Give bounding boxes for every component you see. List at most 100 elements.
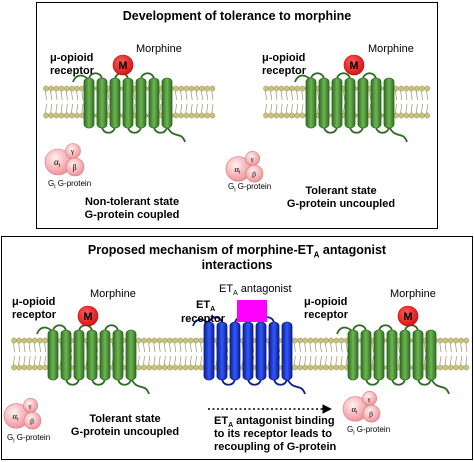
lipid-tail	[180, 90, 183, 101]
lipid-tail	[280, 103, 283, 114]
lipid-tail	[50, 103, 53, 114]
receptor-helix	[305, 77, 317, 129]
lipid-head	[74, 85, 80, 92]
lipid-tail	[185, 90, 188, 101]
receptor-helix	[357, 77, 369, 129]
lipid-head	[403, 85, 410, 92]
lipid-head	[21, 364, 28, 371]
lipid-tail	[65, 90, 68, 101]
lipid-head	[146, 364, 152, 371]
receptor-group	[36, 72, 450, 395]
lipid-head	[156, 337, 163, 344]
lipid-head	[453, 364, 459, 371]
lipid-head	[167, 337, 173, 344]
lipid-tail	[163, 342, 166, 353]
lipid-head	[297, 364, 303, 371]
lipid-head	[146, 337, 152, 344]
lipid-tail	[184, 342, 187, 353]
lipid-tail	[200, 355, 203, 366]
lipid-tail	[285, 103, 288, 114]
lipid-tail	[133, 90, 136, 101]
gprotein-alpha-subscript: i	[17, 417, 19, 423]
lipid-tail	[45, 90, 47, 101]
bottom-state-l2: G-protein uncoupled	[70, 426, 180, 438]
lipid-tail	[423, 355, 426, 366]
lipid-tail	[335, 342, 338, 353]
lipid-tail	[330, 342, 333, 353]
lipid-head	[323, 364, 329, 371]
lipid-tail	[158, 342, 161, 353]
lipid-tail	[325, 355, 327, 366]
lipid-tail	[421, 103, 423, 114]
lipid-head	[141, 364, 147, 371]
lipid-head	[204, 112, 210, 119]
lipid-tail	[397, 355, 400, 366]
lipid-tail	[460, 355, 463, 366]
lipid-tail	[153, 355, 156, 366]
lipid-head	[268, 112, 275, 119]
gprotein-alpha-subscript: i	[356, 410, 358, 416]
lipid-head	[161, 364, 168, 371]
lipid-tail	[301, 90, 304, 101]
lipid-head	[11, 364, 17, 371]
bottom-right-gprotein-label: Gi G-protein	[347, 425, 391, 437]
lipid-head	[199, 85, 205, 92]
lipid-head	[26, 337, 33, 344]
receptor-helix	[412, 329, 424, 381]
receptor-helix	[425, 329, 437, 381]
lipid-tail	[299, 342, 301, 353]
lipid-tail	[211, 103, 214, 114]
receptor-helix	[370, 77, 382, 129]
lipid-head	[172, 364, 178, 371]
lipid-tail	[148, 355, 151, 366]
lipid-tail	[195, 103, 198, 114]
bottom-right-receptor-label-l1: μ-opioid	[304, 296, 348, 308]
lipid-head	[204, 85, 210, 92]
lipid-head	[447, 337, 454, 344]
bottom-left-receptor-label-l2: receptor	[12, 309, 57, 321]
lipid-head	[333, 364, 340, 371]
lipid-tail	[400, 90, 403, 101]
receptor-helix	[148, 77, 160, 129]
lipid-tail	[410, 103, 413, 114]
lipid-head	[297, 337, 303, 344]
top-right-mu-opioid-receptor	[294, 72, 408, 143]
bottom-left-gprotein-label: Gi G-protein	[7, 433, 51, 445]
lipid-head	[291, 337, 298, 344]
lipid-head	[278, 112, 285, 119]
lipid-tail	[23, 342, 26, 353]
morphine-badge-label: M	[83, 311, 92, 323]
lipid-tail	[285, 90, 288, 101]
gprotein-alpha-subscript: i	[59, 163, 61, 169]
lipid-head	[338, 364, 345, 371]
receptor-helix	[96, 77, 108, 129]
lipid-tail	[319, 342, 322, 353]
lipid-head	[64, 85, 70, 92]
lipid-head	[32, 337, 38, 344]
lipid-tail	[189, 355, 192, 366]
bottom-right-mu-opioid-receptor	[336, 324, 450, 395]
receptor-helix	[60, 329, 72, 381]
receptor-helix	[229, 321, 241, 381]
lipid-tail	[60, 103, 63, 114]
lipid-tail	[449, 355, 452, 366]
lipid-tail	[81, 90, 84, 101]
lipid-head	[69, 112, 75, 119]
receptor-helix	[203, 321, 215, 381]
receptor-c-terminus	[286, 377, 306, 395]
lipid-head	[273, 112, 280, 119]
lipid-head	[21, 337, 28, 344]
lipid-tail	[314, 355, 317, 366]
lipid-tail	[175, 90, 177, 101]
bottom-state-l1: Tolerant state	[89, 413, 161, 425]
lipid-tail	[465, 355, 468, 366]
arrow-text-l3: recoupling of G-protein	[214, 441, 337, 453]
receptor-helix	[135, 77, 147, 129]
bottom-right-receptor-label-l2: receptor	[304, 309, 349, 321]
lipid-head	[294, 85, 301, 92]
lipid-tail	[159, 90, 162, 101]
lipid-tail	[175, 103, 177, 114]
